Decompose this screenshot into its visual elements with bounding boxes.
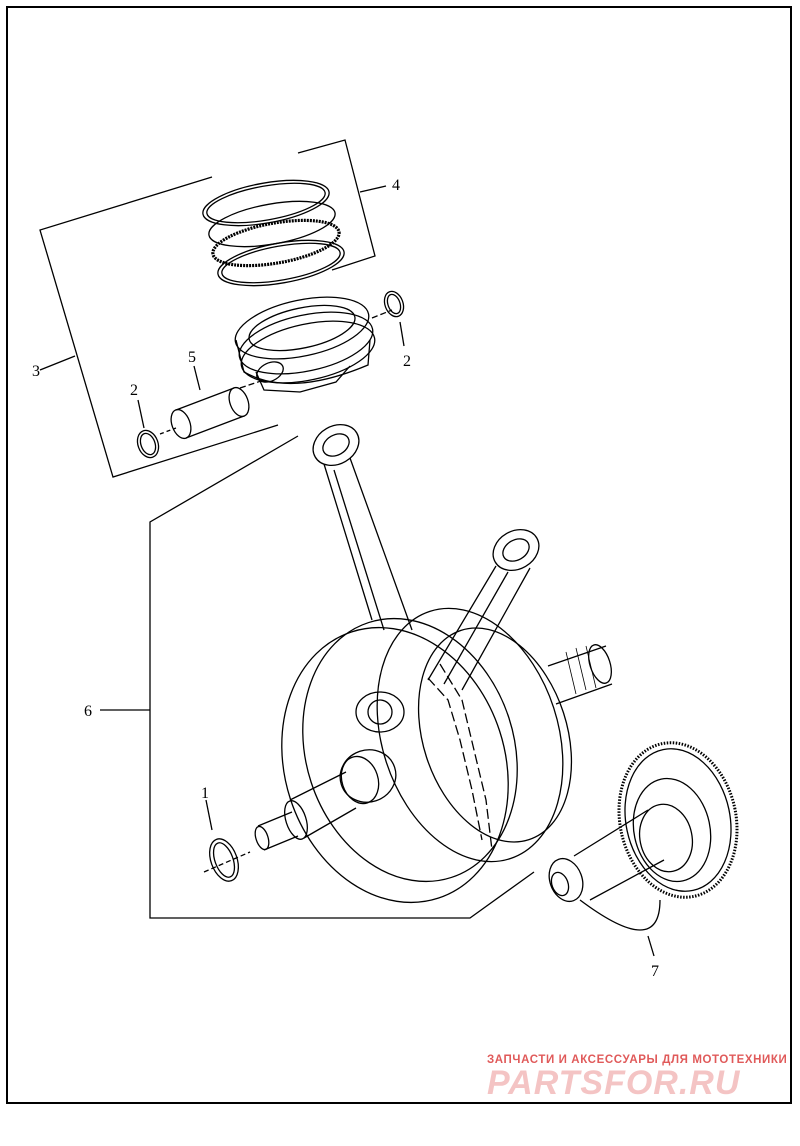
retaining-ring-1 <box>203 799 251 882</box>
callout-2-right: 2 <box>403 353 411 370</box>
callout-7: 7 <box>651 963 659 980</box>
bracket-group-4 <box>297 139 387 271</box>
flywheel <box>281 607 573 904</box>
pinion-shaft <box>254 749 397 851</box>
piston-pin <box>159 386 250 440</box>
bracket-group-3 <box>39 176 279 478</box>
callout-3: 3 <box>32 363 40 380</box>
leader-5 <box>193 365 201 391</box>
connecting-rods <box>312 423 540 691</box>
watermark-logo: PARTSFOR.RU <box>487 1064 741 1102</box>
sprocket-shaft <box>547 644 613 705</box>
callout-2-left: 2 <box>130 382 138 399</box>
diagram-frame <box>6 6 792 1104</box>
callout-6: 6 <box>84 703 92 720</box>
piston-rings <box>202 179 345 287</box>
bracket-group-6 <box>100 435 535 919</box>
watermark-tagline: ЗАПЧАСТИ И АКСЕССУАРЫ ДЛЯ МОТОТЕХНИКИ <box>487 1054 788 1066</box>
callout-1: 1 <box>201 785 209 802</box>
piston <box>234 296 393 393</box>
callout-5: 5 <box>188 349 196 366</box>
circlips <box>136 290 405 459</box>
callout-4: 4 <box>392 177 400 194</box>
gear-assembly <box>548 741 739 957</box>
